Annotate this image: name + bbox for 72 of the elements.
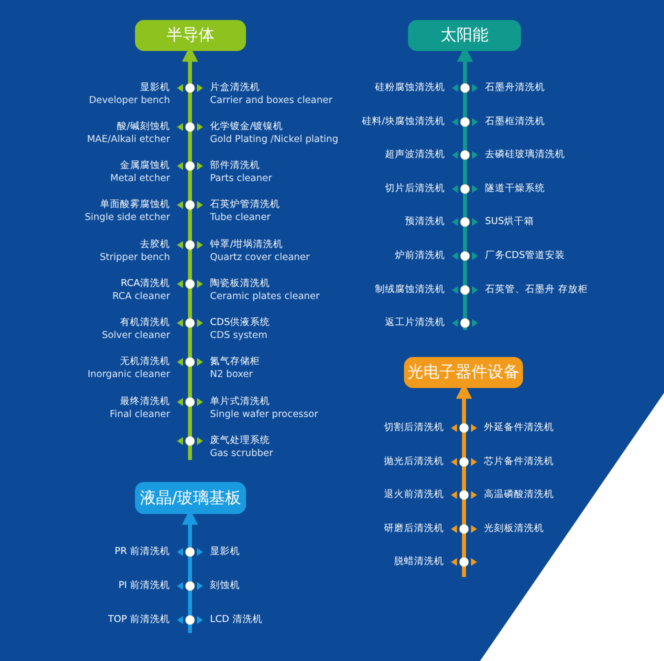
item-label: Single side etcher <box>84 211 170 224</box>
item-label: 炉前清洗机 <box>395 249 445 262</box>
item-label: 石英炉管清洗机 <box>210 198 280 211</box>
item-label: 返工片清洗机 <box>385 316 445 329</box>
item-label: 显影机 <box>140 81 170 94</box>
item-label: TOP 前清洗机 <box>108 613 170 626</box>
item-label: 金属腐蚀机 <box>120 159 170 172</box>
item-label: 脱蜡清洗机 <box>394 555 444 568</box>
item-label: Solver cleaner <box>102 329 170 342</box>
item-label: MAE/Alkali etcher <box>86 133 170 146</box>
category-pill: 光电子器件设备 <box>404 357 523 388</box>
item-label: 制绒腐蚀清洗机 <box>375 283 445 296</box>
item-label: 刻蚀机 <box>210 579 240 592</box>
item-label: Quartz cover cleaner <box>210 251 310 264</box>
item-label: Stripper bench <box>100 251 170 264</box>
item-label: Gold Plating /Nickel plating <box>210 133 338 146</box>
category-pill: 液晶/玻璃基板 <box>135 482 246 514</box>
item-label: 单片式清洗机 <box>210 395 270 408</box>
item-label: Single wafer processor <box>210 408 318 421</box>
item-label: CDS system <box>210 329 268 342</box>
item-label: 高温磷酸清洗机 <box>484 488 554 501</box>
item-label: 无机清洗机 <box>120 355 170 368</box>
item-label: 厂务CDS管道安装 <box>485 249 565 262</box>
item-label: 切割后清洗机 <box>384 421 444 434</box>
item-label: 陶瓷板清洗机 <box>210 277 270 290</box>
category-pill: 半导体 <box>135 20 246 51</box>
item-label: 显影机 <box>210 545 240 558</box>
item-label: 外延备件清洗机 <box>484 421 554 434</box>
item-label: Inorganic cleaner <box>88 368 170 381</box>
category-pill: 太阳能 <box>408 20 521 51</box>
item-label: RCA清洗机 <box>120 277 170 290</box>
item-label: 石英管、石墨舟 存放柜 <box>485 283 588 296</box>
item-label: 光刻板清洗机 <box>484 522 544 535</box>
item-label: 去磷硅玻璃清洗机 <box>485 148 565 161</box>
item-label: PR 前清洗机 <box>114 545 170 558</box>
item-label: 去胶机 <box>140 238 170 251</box>
item-label: PI 前清洗机 <box>118 579 170 592</box>
item-label: 退火前清洗机 <box>384 488 444 501</box>
item-label: RCA cleaner <box>112 290 170 303</box>
item-label: 抛光后清洗机 <box>384 455 444 468</box>
item-label: Final cleaner <box>110 408 170 421</box>
item-label: 切片后清洗机 <box>385 182 445 195</box>
item-label: 单面酸雾腐蚀机 <box>100 198 170 211</box>
item-label: LCD 清洗机 <box>210 613 262 626</box>
item-label: 研磨后清洗机 <box>384 522 444 535</box>
item-label: 最终清洗机 <box>120 395 170 408</box>
item-label: 酸/碱刻蚀机 <box>116 120 170 133</box>
item-label: SUS烘干箱 <box>485 215 534 228</box>
item-label: 硅料/块腐蚀清洗机 <box>362 115 445 128</box>
item-label: 石墨舟清洗机 <box>485 81 545 94</box>
item-label: 预清洗机 <box>405 215 445 228</box>
item-label: Gas scrubber <box>210 447 274 460</box>
item-label: Metal etcher <box>110 172 170 185</box>
item-label: 硅粉腐蚀清洗机 <box>375 81 445 94</box>
item-label: 废气处理系统 <box>210 434 270 447</box>
item-label: Parts cleaner <box>210 172 272 185</box>
item-label: Carrier and boxes cleaner <box>210 94 332 107</box>
item-label: N2 boxer <box>210 368 253 381</box>
item-label: 隧道干燥系统 <box>485 182 545 195</box>
item-label: 芯片备件清洗机 <box>484 455 554 468</box>
item-label: 氮气存储柜 <box>210 355 260 368</box>
item-label: 石墨框清洗机 <box>485 115 545 128</box>
item-label: 部件清洗机 <box>210 159 260 172</box>
item-label: 化学镀金/镀镍机 <box>210 120 284 133</box>
item-label: Tube cleaner <box>210 211 271 224</box>
item-label: CDS供液系统 <box>210 316 270 329</box>
item-label: 超声波清洗机 <box>385 148 445 161</box>
item-label: 钟罩/坩埚清洗机 <box>210 238 284 251</box>
item-label: 片盒清洗机 <box>210 81 260 94</box>
item-label: 有机清洗机 <box>120 316 170 329</box>
item-label: Ceramic plates cleaner <box>210 290 320 303</box>
item-label: Developer bench <box>88 94 170 107</box>
